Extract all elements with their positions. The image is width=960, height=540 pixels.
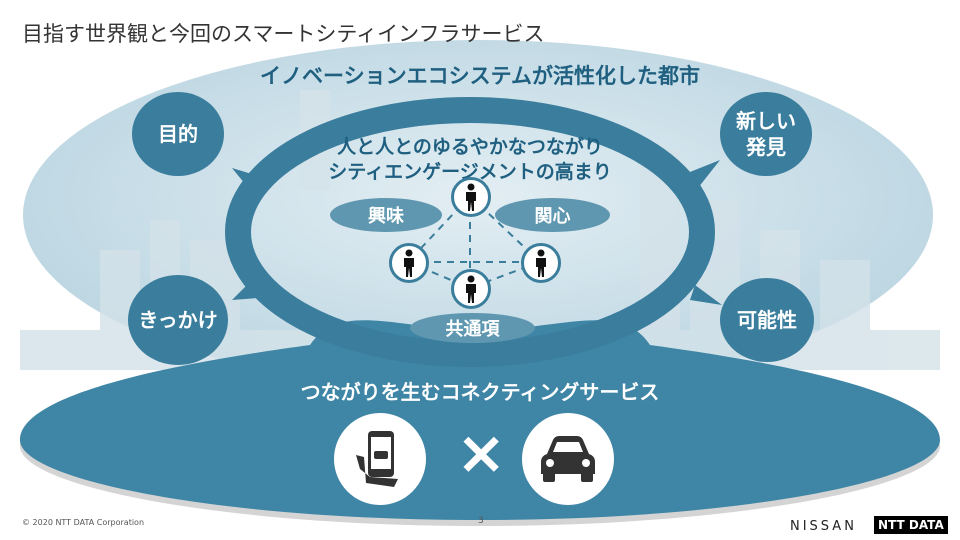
- smartphone-car-icon: [334, 413, 426, 505]
- page-number: 3: [478, 516, 484, 526]
- copyright: © 2020 NTT DATA Corporation: [22, 518, 145, 527]
- center-line-1: 人と人とのゆるやかなつながり: [337, 136, 603, 158]
- main-heading: イノベーションエコシステムが活性化した都市: [260, 64, 700, 88]
- nttdata-logo: NTT DATA: [874, 516, 948, 534]
- car-icon: [522, 413, 614, 505]
- tag-interest: 興味: [330, 198, 442, 232]
- nissan-logo: NISSAN: [790, 519, 857, 534]
- person-icon: [451, 269, 491, 309]
- slide-title: 目指す世界観と今回のスマートシティインフラサービス: [22, 22, 545, 46]
- person-icon: [389, 243, 429, 283]
- person-icon: [521, 243, 561, 283]
- bubble-trigger: きっかけ: [128, 275, 228, 365]
- center-line-2: シティエンゲージメントの高まり: [328, 161, 612, 183]
- times-symbol: ×: [456, 418, 507, 488]
- community-ring: [225, 97, 715, 367]
- tag-common: 共通項: [410, 313, 535, 343]
- connecting-service-label: つながりを生むコネクティングサービス: [300, 380, 660, 404]
- bubble-purpose: 目的: [132, 92, 224, 176]
- bubble-discovery: 新しい 発見: [720, 92, 812, 176]
- tag-concern: 関心: [495, 198, 610, 232]
- bubble-possibility: 可能性: [720, 278, 814, 362]
- person-icon: [451, 177, 491, 217]
